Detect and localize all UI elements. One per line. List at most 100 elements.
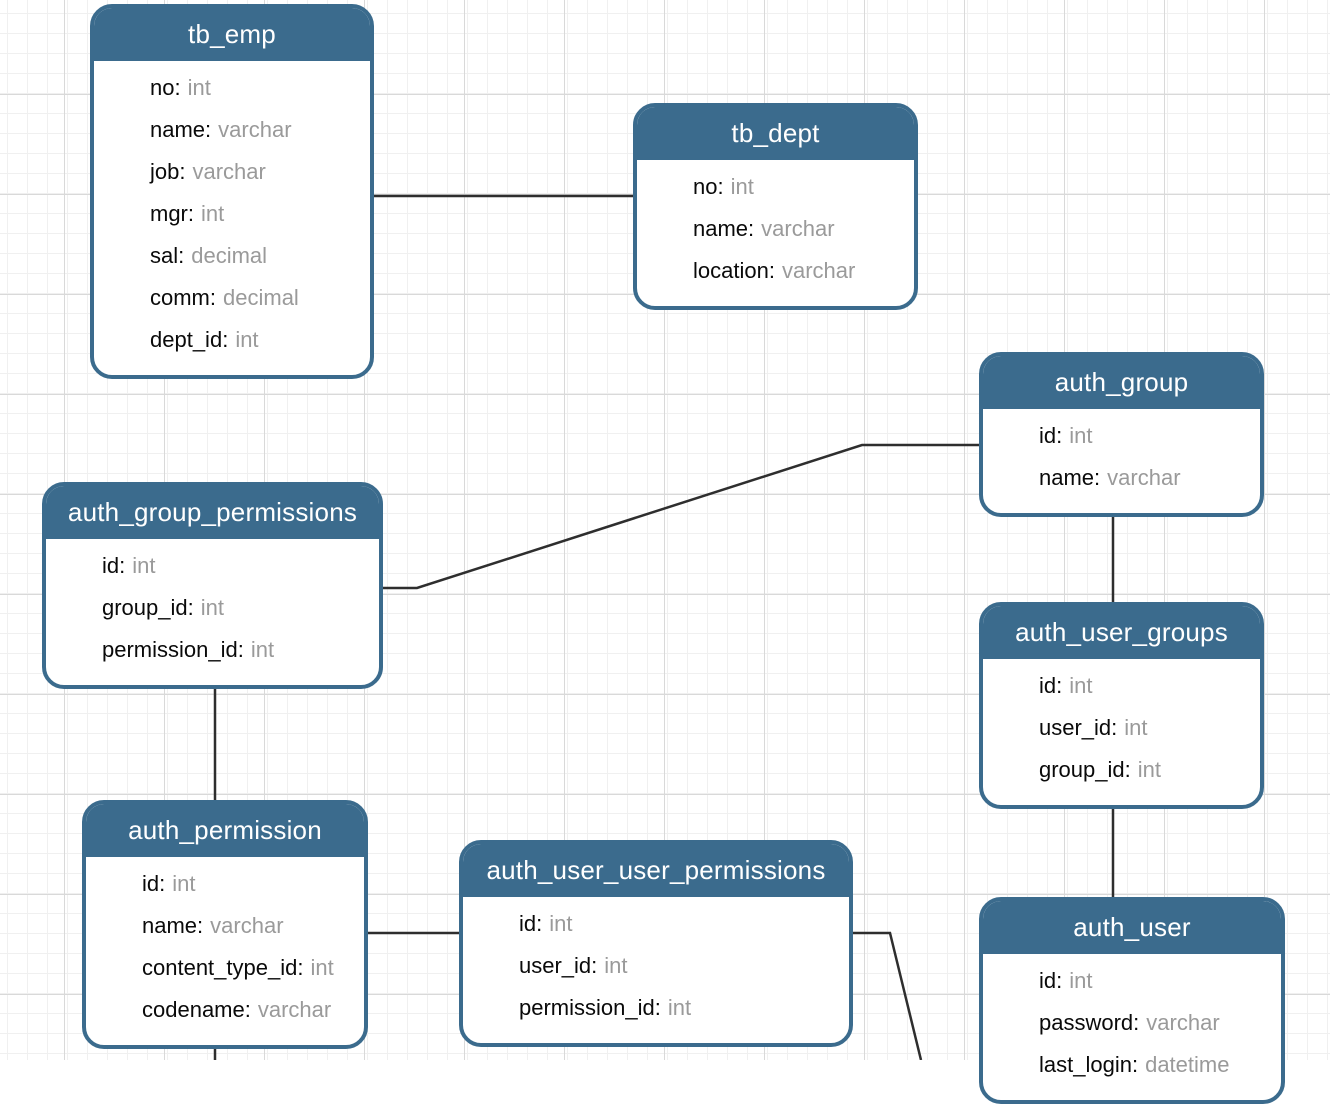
field-name: permission_id xyxy=(102,637,238,662)
field-name: id xyxy=(1039,673,1057,698)
field-name: dept_id xyxy=(150,327,223,352)
table-title: auth_group_permissions xyxy=(67,497,358,527)
field-name: no xyxy=(150,75,175,100)
field-colon: : xyxy=(179,159,186,184)
field-name: id xyxy=(1039,423,1057,448)
field-colon: : xyxy=(1131,1052,1139,1077)
field-type: int xyxy=(200,595,225,620)
table-header[interactable]: auth_group xyxy=(983,356,1260,409)
field-colon: : xyxy=(1094,465,1101,490)
field-name: content_type_id xyxy=(142,955,298,980)
field-name: password xyxy=(1039,1010,1134,1035)
field-type: int xyxy=(730,174,754,199)
table-field-row: content_type_id:int xyxy=(142,947,354,989)
field-colon: : xyxy=(297,955,304,980)
field-colon: : xyxy=(178,243,185,268)
table-field-row: name:varchar xyxy=(1039,457,1250,499)
field-name: user_id xyxy=(1039,715,1112,740)
table-header[interactable]: auth_group_permissions xyxy=(46,486,379,539)
table-title: auth_user_groups xyxy=(1015,617,1228,647)
table-header[interactable]: tb_dept xyxy=(637,107,914,160)
field-name: codename xyxy=(142,997,245,1022)
field-type: varchar xyxy=(781,258,856,283)
table-field-row: no:int xyxy=(150,67,360,109)
field-type: varchar xyxy=(761,216,835,241)
field-type: int xyxy=(549,911,573,936)
table-field-row: password:varchar xyxy=(1039,1002,1271,1044)
field-type: varchar xyxy=(218,117,292,142)
table-title: auth_user xyxy=(1073,912,1191,942)
field-name: last_login xyxy=(1039,1052,1132,1077)
field-type: int xyxy=(172,871,196,896)
table-field-row: id:int xyxy=(1039,415,1250,457)
field-type: int xyxy=(235,327,259,352)
field-colon: : xyxy=(1056,968,1063,993)
field-type: varchar xyxy=(192,159,266,184)
field-type: int xyxy=(667,995,692,1020)
field-name: name xyxy=(693,216,749,241)
table-field-row: group_id:int xyxy=(1039,749,1250,791)
field-type: decimal xyxy=(191,243,268,268)
field-colon: : xyxy=(1111,715,1118,740)
table-field-row: job:varchar xyxy=(150,151,360,193)
table-header[interactable]: auth_user_groups xyxy=(983,606,1260,659)
table-field-row: name:varchar xyxy=(150,109,360,151)
field-name: id xyxy=(142,871,160,896)
field-colon: : xyxy=(187,595,194,620)
field-type: decimal xyxy=(223,285,299,310)
field-type: varchar xyxy=(1146,1010,1220,1035)
table-field-row: user_id:int xyxy=(1039,707,1250,749)
field-name: name xyxy=(142,913,198,938)
table-field-row: user_id:int xyxy=(519,945,839,987)
field-colon: : xyxy=(159,871,166,896)
field-name: group_id xyxy=(1039,757,1125,782)
table-header[interactable]: auth_user_user_permissions xyxy=(463,844,849,897)
field-type: int xyxy=(250,637,275,662)
table-title: auth_group xyxy=(1054,367,1189,397)
table-title: tb_dept xyxy=(731,118,820,148)
field-colon: : xyxy=(1133,1010,1140,1035)
field-name: comm xyxy=(150,285,210,310)
table-field-row: group_id:int xyxy=(102,587,369,629)
field-colon: : xyxy=(536,911,543,936)
field-name: location xyxy=(693,258,769,283)
field-name: id xyxy=(519,911,537,936)
field-colon: : xyxy=(187,201,195,226)
table-header[interactable]: tb_emp xyxy=(94,8,370,61)
field-name: id xyxy=(1039,968,1057,993)
field-colon: : xyxy=(205,117,212,142)
field-type: varchar xyxy=(210,913,284,938)
table-field-row: mgr:int xyxy=(150,193,360,235)
table-field-row: permission_id:int xyxy=(102,629,369,671)
field-name: mgr xyxy=(150,201,188,226)
table-field-row: name:varchar xyxy=(142,905,354,947)
field-type: int xyxy=(187,75,211,100)
field-name: id xyxy=(102,553,120,578)
field-colon: : xyxy=(654,995,661,1020)
field-colon: : xyxy=(197,913,204,938)
field-name: group_id xyxy=(102,595,188,620)
table-header[interactable]: auth_permission xyxy=(86,804,364,857)
table-field-row: comm:decimal xyxy=(150,277,360,319)
field-name: no xyxy=(693,174,718,199)
field-name: name xyxy=(1039,465,1095,490)
field-colon: : xyxy=(1056,423,1063,448)
table-header[interactable]: auth_user xyxy=(983,901,1281,954)
field-colon: : xyxy=(717,174,724,199)
table-field-row: sal:decimal xyxy=(150,235,360,277)
table-field-row: id:int xyxy=(1039,665,1250,707)
field-colon: : xyxy=(748,216,755,241)
